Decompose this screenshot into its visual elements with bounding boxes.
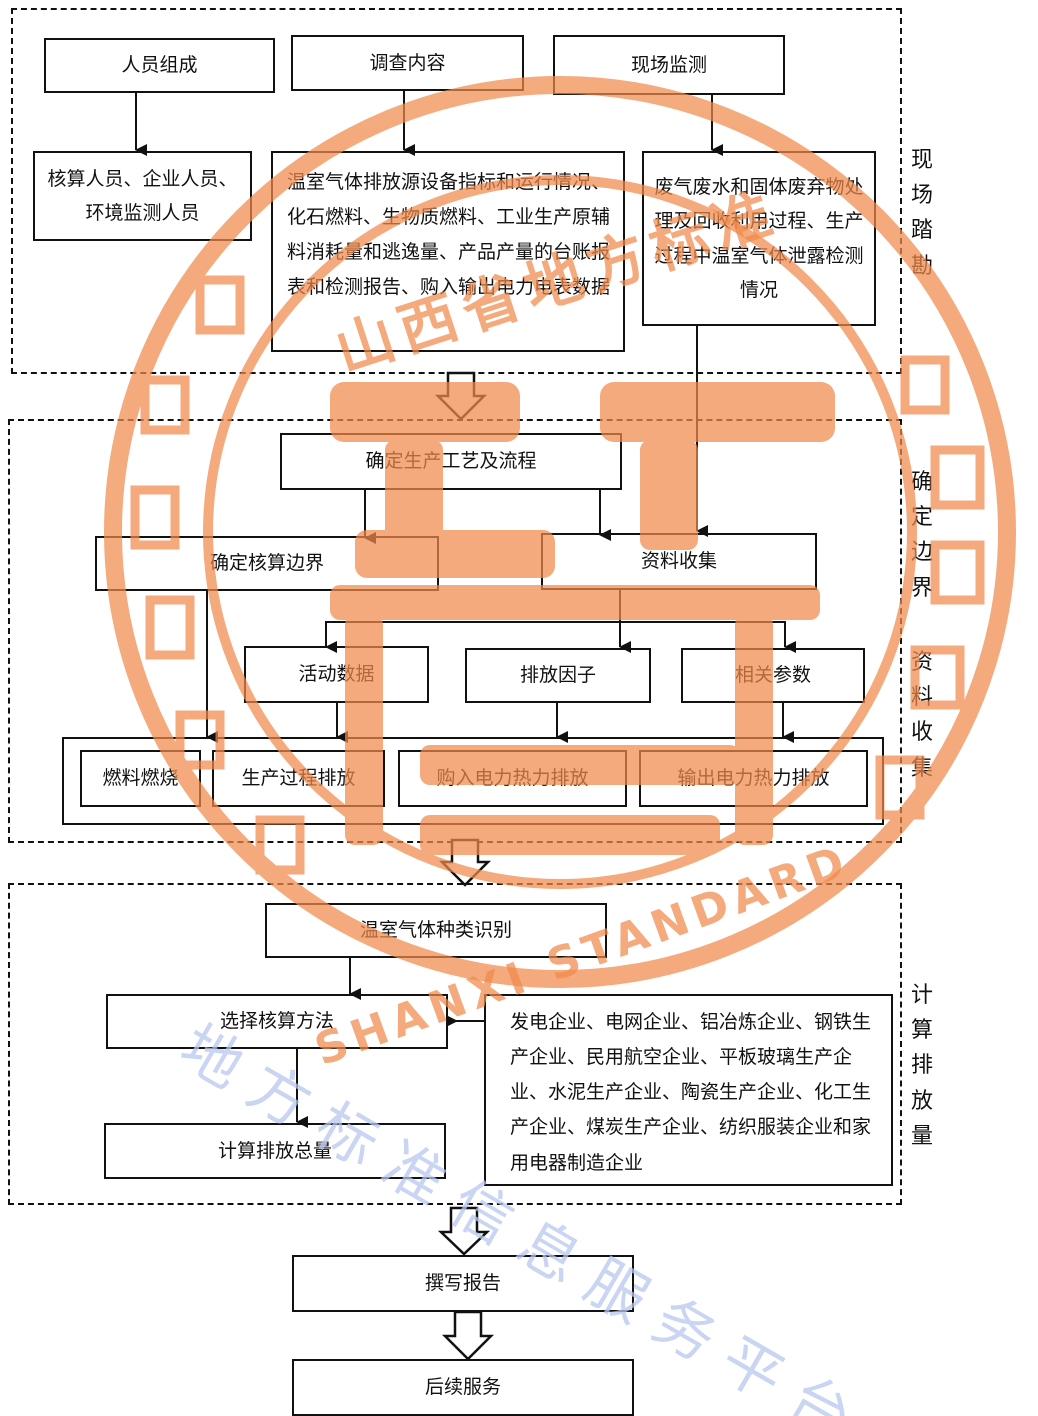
- box-purchased: 购入电力热力排放: [398, 750, 627, 807]
- box-total: 计算排放总量: [104, 1123, 446, 1179]
- box-monitor-detail: 废气废水和固体废弃物处理及回收利用过程、生产过程中温室气体泄露检测情况: [642, 151, 876, 326]
- hollow-arrow-3: [437, 1206, 491, 1256]
- box-personnel: 人员组成: [44, 38, 275, 93]
- box-followup: 后续服务: [292, 1359, 634, 1416]
- box-production: 生产过程排放: [212, 750, 385, 807]
- hollow-arrow-1: [434, 371, 488, 421]
- box-personnel-detail: 核算人员、企业人员、环境监测人员: [33, 151, 252, 241]
- box-fuel: 燃料燃烧: [80, 750, 201, 807]
- hollow-arrow-2: [438, 838, 492, 887]
- box-select-method: 选择核算方法: [106, 994, 448, 1049]
- box-industries: 发电企业、电网企业、铝冶炼企业、钢铁生产企业、民用航空企业、平板玻璃生产企业、水…: [484, 994, 893, 1186]
- box-output: 输出电力热力排放: [639, 750, 868, 807]
- line-collect-branch: [325, 621, 786, 640]
- box-boundary: 确定核算边界: [95, 536, 439, 591]
- box-onsite-monitor: 现场监测: [553, 35, 785, 95]
- box-ghg-identification: 温室气体种类识别: [265, 903, 607, 958]
- box-params: 相关参数: [681, 648, 865, 703]
- box-survey-detail: 温室气体排放源设备指标和运行情况、化石燃料、生物质燃料、工业生产原辅料消耗量和逃…: [271, 151, 625, 352]
- stage-label-calc: 计 算 排 放 量: [910, 983, 933, 1149]
- box-activity: 活动数据: [244, 646, 429, 703]
- box-process: 确定生产工艺及流程: [280, 433, 622, 490]
- box-factor: 排放因子: [465, 648, 651, 703]
- box-data-collect: 资料收集: [541, 533, 817, 590]
- box-survey-content: 调查内容: [291, 35, 524, 91]
- hollow-arrow-4: [441, 1310, 495, 1361]
- box-report: 撰写报告: [292, 1255, 634, 1312]
